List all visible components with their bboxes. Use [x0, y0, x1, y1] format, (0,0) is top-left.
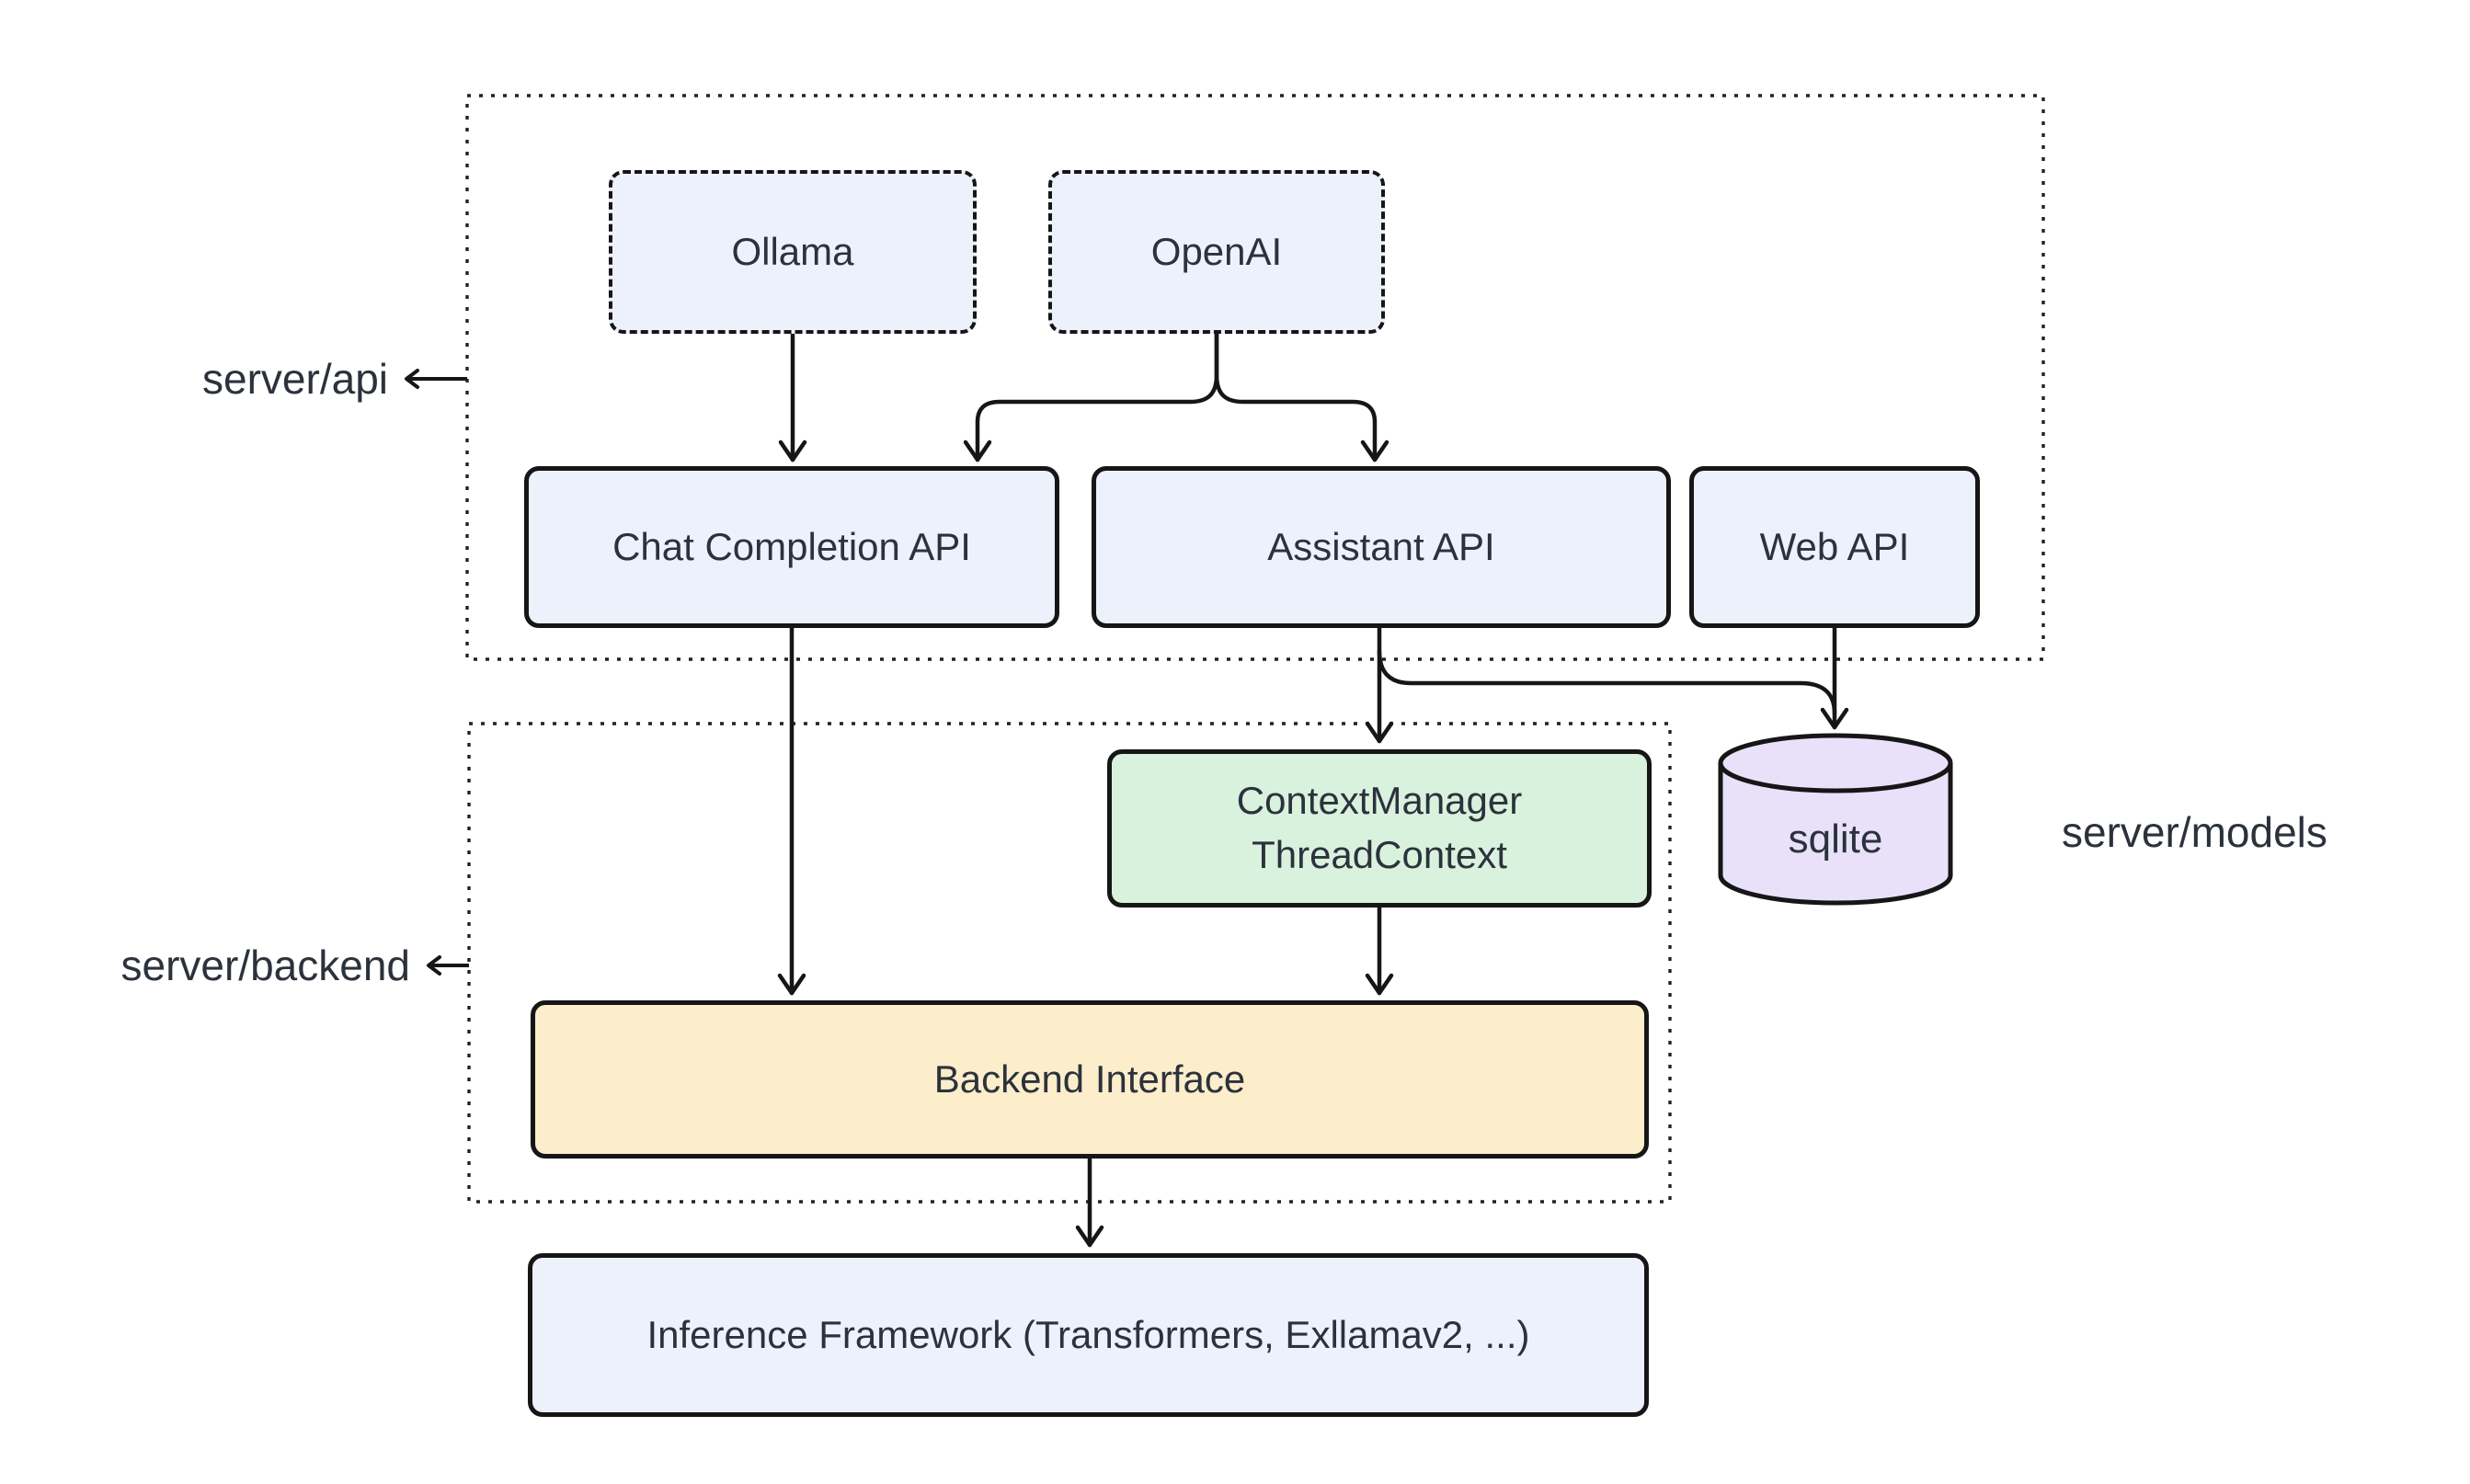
node-chat-completion-api-label: Chat Completion API: [612, 524, 971, 568]
node-context-manager-label: ContextManager ThreadContext: [1237, 774, 1523, 883]
context-manager-line1: ContextManager: [1236, 779, 1523, 823]
node-inference-framework: Inference Framework (Transformers, Exlla…: [528, 1253, 1649, 1417]
edge-openai-to-chat-completion: [963, 331, 1219, 462]
node-context-manager: ContextManager ThreadContext: [1107, 749, 1652, 908]
context-manager-line2: ThreadContext: [1252, 833, 1507, 876]
database-cylinder-icon: [1718, 733, 1953, 906]
server-api-group-label: server/api: [202, 355, 388, 403]
server-models-group-label: server/models: [2062, 808, 2327, 856]
node-backend-interface-label: Backend Interface: [933, 1056, 1246, 1101]
node-backend-interface: Backend Interface: [531, 1000, 1649, 1159]
node-assistant-api-label: Assistant API: [1267, 524, 1495, 568]
server-backend-group-container: [467, 722, 1672, 1204]
server-backend-group-label: server/backend: [120, 942, 411, 989]
node-sqlite-label: sqlite: [1788, 816, 1883, 862]
node-openai: OpenAI: [1048, 170, 1385, 334]
node-inference-framework-label: Inference Framework (Transformers, Exlla…: [646, 1312, 1530, 1356]
node-chat-completion-api: Chat Completion API: [524, 466, 1059, 628]
node-ollama-label: Ollama: [731, 229, 854, 273]
node-web-api-label: Web API: [1759, 524, 1910, 568]
node-openai-label: OpenAI: [1150, 229, 1283, 273]
edge-openai-to-assistant: [1214, 331, 1389, 462]
edge-assistant-to-sqlite-branch: [1377, 648, 1837, 716]
node-web-api: Web API: [1689, 466, 1980, 628]
node-assistant-api: Assistant API: [1092, 466, 1671, 628]
node-ollama: Ollama: [609, 170, 977, 334]
